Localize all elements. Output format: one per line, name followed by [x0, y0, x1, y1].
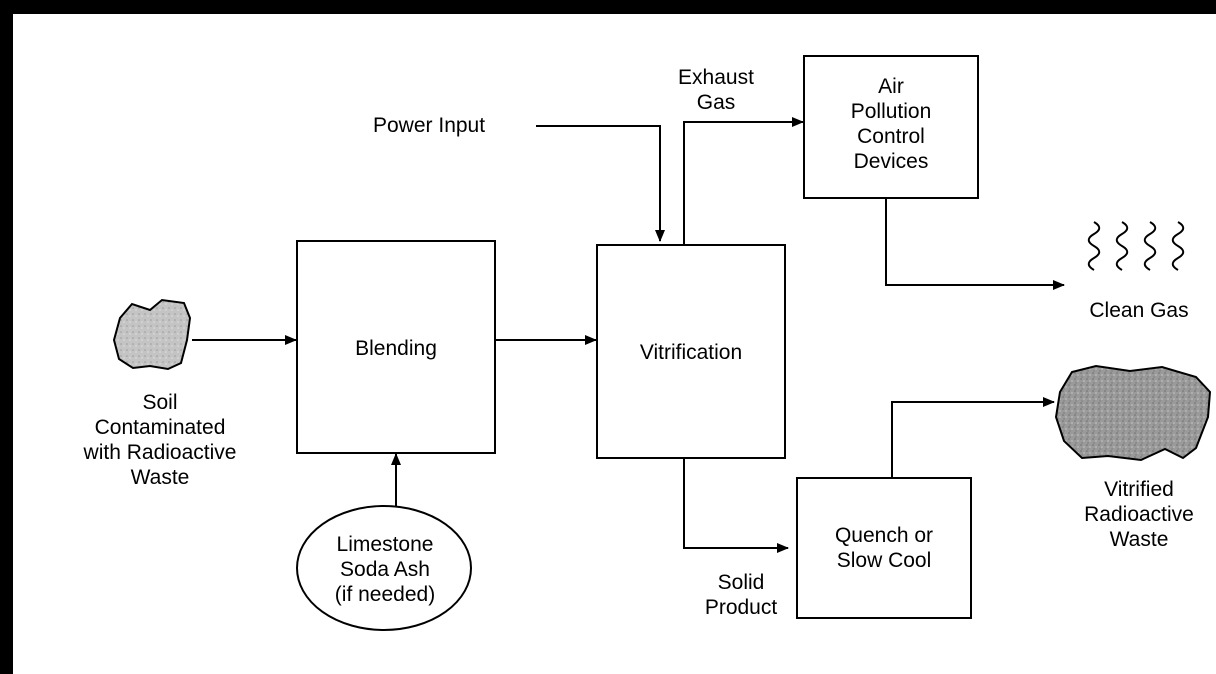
solid-product-label: Solid Product — [704, 571, 778, 619]
clean-gas-wavy-lines-icon — [1087, 221, 1185, 271]
quench-box — [796, 477, 972, 619]
frame-top — [0, 0, 1216, 14]
vitrified-waste-rock-icon — [1054, 364, 1212, 462]
arrow-solid-product — [683, 459, 789, 553]
arrow-quench-to-vitrified — [891, 397, 1055, 477]
arrow-apc-to-clean-gas — [885, 199, 1065, 290]
soil-rock-icon — [112, 298, 192, 371]
vitrification-box — [596, 244, 786, 459]
blending-label: Blending — [355, 337, 437, 360]
vitrified-waste-label: Vitrified Radioactive Waste — [1084, 478, 1194, 551]
clean-gas-label: Clean Gas — [1089, 299, 1189, 322]
additives-label: Limestone Soda Ash (if needed) — [334, 533, 436, 606]
arrow-exhaust-gas — [683, 117, 804, 244]
apc-box — [803, 55, 979, 199]
arrow-power-input — [536, 125, 665, 242]
additives-ellipse — [296, 505, 472, 631]
apc-label: Air Pollution Control Devices — [850, 75, 932, 173]
power-input-label: Power Input — [373, 114, 486, 137]
vitrification-label: Vitrification — [639, 341, 743, 364]
quench-label: Quench or Slow Cool — [834, 524, 934, 572]
soil-label: Soil Contaminated with Radioactive Waste — [83, 391, 237, 489]
frame-left — [0, 0, 13, 674]
exhaust-gas-label: Exhaust Gas — [678, 66, 754, 114]
